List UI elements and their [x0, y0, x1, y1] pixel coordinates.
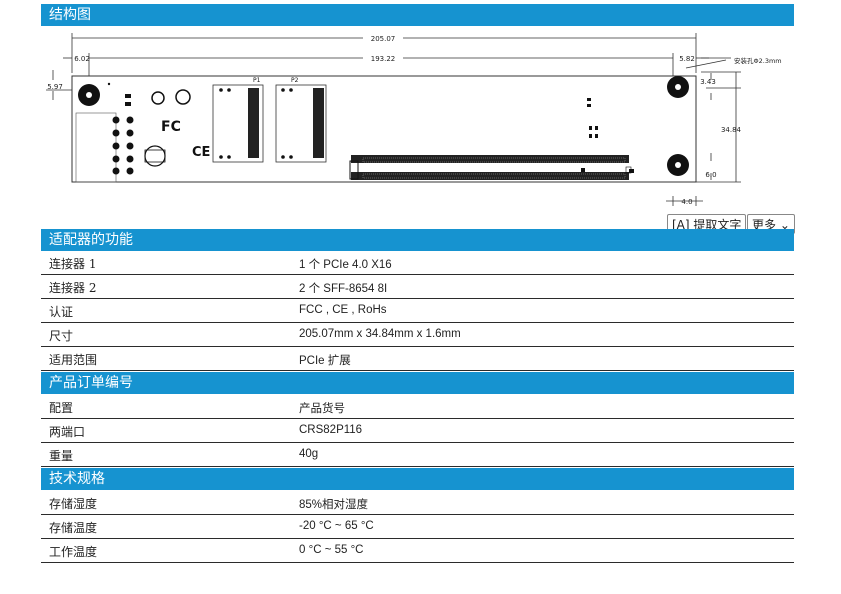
- row-value: 205.07mm x 34.84mm x 1.6mm: [299, 328, 461, 340]
- row-value: 85%相对湿度: [299, 499, 369, 511]
- section-title: 结构图: [49, 7, 91, 23]
- row-value: CRS82P116: [299, 424, 363, 436]
- table-row: 存储湿度 85%相对湿度: [41, 491, 794, 515]
- ce-mark: CE: [192, 145, 210, 160]
- row-key: 连接器 2: [49, 281, 97, 295]
- row-value: FCC , CE , RoHs: [299, 304, 387, 316]
- row-key: 两端口: [49, 425, 86, 439]
- section-header-spec: 技术规格: [41, 468, 794, 490]
- section-header-order: 产品订单编号: [41, 372, 794, 394]
- table-row: 尺寸 205.07mm x 34.84mm x 1.6mm: [41, 323, 794, 347]
- rohs-icon: [151, 91, 165, 105]
- table-row: 存储温度 -20 °C ~ 65 °C: [41, 515, 794, 539]
- row-key: 重量: [49, 449, 74, 463]
- row-key: 配置: [49, 401, 74, 415]
- section-header-function: 适配器的功能: [41, 229, 794, 251]
- extract-text-label: 提取文字: [693, 218, 742, 232]
- dim-height: 34.84: [721, 126, 742, 134]
- dim-bottom-width: 4.0: [681, 198, 692, 206]
- section-header-structure: 结构图: [41, 4, 794, 26]
- recycle-icon: [175, 89, 191, 105]
- structure-diagram: 205.07 193.22 6.02 5.82 5.97 3.43 34.84 …: [46, 32, 782, 206]
- more-label: 更多: [752, 218, 777, 232]
- hole-note: 安装孔Φ2.3mm: [734, 56, 782, 65]
- pcie-x16-connector: [349, 155, 634, 180]
- table-row: 认证 FCC , CE , RoHs: [41, 299, 794, 323]
- section-title: 适配器的功能: [49, 232, 133, 248]
- table-row: 连接器 1 1 个 PCIe 4.0 X16: [41, 251, 794, 275]
- section-title: 技术规格: [49, 471, 105, 487]
- row-value: 0 °C ~ 55 °C: [299, 544, 364, 556]
- table-row: 适用范围 PCIe 扩展: [41, 347, 794, 371]
- row-key: 认证: [49, 305, 74, 319]
- row-value: 2 个 SFF-8654 8I: [299, 283, 388, 295]
- connector-p1: P1: [212, 77, 264, 163]
- row-key: 存储湿度: [49, 497, 98, 511]
- row-key: 尺寸: [49, 329, 74, 343]
- row-value: 产品货号: [299, 403, 345, 415]
- row-key: 工作温度: [49, 545, 98, 559]
- connector-p2-label: P2: [291, 77, 299, 84]
- dim-right-offset: 5.82: [679, 55, 695, 63]
- fcc-mark: FC: [161, 119, 181, 135]
- table-row: 配置 产品货号: [41, 395, 794, 419]
- row-value: PCIe 扩展: [299, 355, 351, 367]
- row-value: -20 °C ~ 65 °C: [299, 520, 374, 532]
- extract-text-icon: [A]: [672, 218, 690, 232]
- dim-left-offset: 6.02: [74, 55, 90, 63]
- row-key: 适用范围: [49, 353, 98, 367]
- table-row: 连接器 2 2 个 SFF-8654 8I: [41, 275, 794, 299]
- section-title: 产品订单编号: [49, 375, 133, 391]
- table-row: 两端口 CRS82P116: [41, 419, 794, 443]
- table-row: 重量 40g: [41, 443, 794, 467]
- dim-left-height: 5.97: [47, 83, 63, 91]
- dim-total-length: 205.07: [371, 35, 396, 43]
- connector-p2: P2: [275, 77, 327, 163]
- row-key: 连接器 1: [49, 257, 97, 271]
- row-value: 1 个 PCIe 4.0 X16: [299, 259, 392, 271]
- connector-p1-label: P1: [253, 77, 261, 84]
- row-key: 存储温度: [49, 521, 98, 535]
- chevron-down-icon: ⌄: [779, 218, 790, 232]
- row-value: 40g: [299, 448, 319, 460]
- dim-bottom-right: 6.0: [705, 171, 716, 179]
- dim-hole-span: 193.22: [371, 55, 396, 63]
- table-row: 工作温度 0 °C ~ 55 °C: [41, 539, 794, 563]
- dim-top-right: 3.43: [700, 78, 716, 86]
